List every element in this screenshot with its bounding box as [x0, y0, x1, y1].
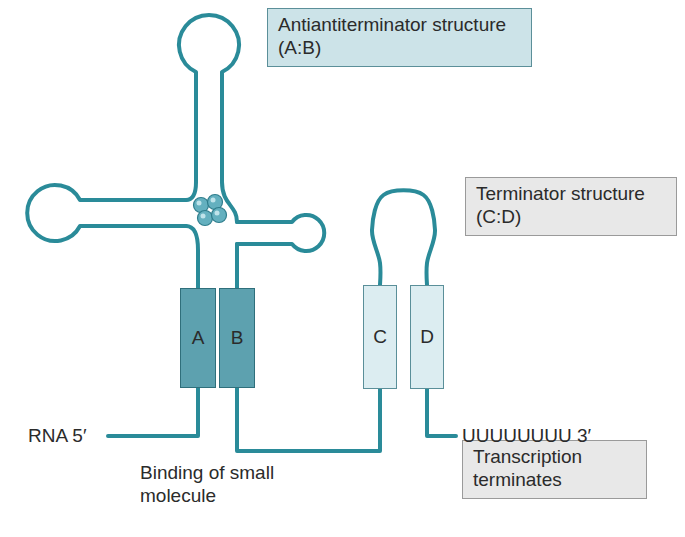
- box-text: Terminator structure (C:D): [476, 183, 666, 229]
- segment-letter: D: [420, 326, 434, 349]
- junction-strand: [186, 226, 198, 288]
- strand-end-label: UUUUUUUU 3′: [462, 425, 591, 448]
- segment-letter: C: [373, 326, 387, 349]
- sequence-segment: A: [180, 288, 216, 388]
- rna-strand-connector: [237, 388, 380, 451]
- outcome-label-box: Transcription terminates: [462, 440, 647, 499]
- right-hairpin: [237, 215, 324, 251]
- three-prime-strand: [427, 388, 456, 436]
- junction-strand: [186, 182, 196, 200]
- segment-letter: A: [192, 327, 205, 350]
- junction-strand: [235, 244, 239, 288]
- five-prime-strand: [108, 388, 198, 436]
- left-hairpin: [27, 185, 186, 241]
- box-text: Transcription terminates: [473, 446, 636, 492]
- sequence-segment: C: [363, 285, 397, 389]
- small-molecule: [194, 195, 227, 226]
- sequence-segment: D: [410, 285, 444, 389]
- sequence-segment: B: [219, 288, 255, 388]
- structure-label-box: Antiantiterminator structure (A:B): [267, 8, 532, 67]
- segment-letter: B: [231, 327, 244, 350]
- box-text: Antiantiterminator structure (A:B): [278, 14, 521, 60]
- strand-end-label: RNA 5′: [28, 425, 86, 448]
- rna-strand-connector: [372, 190, 435, 285]
- structure-label-box: Terminator structure (C:D): [465, 177, 677, 236]
- event-label: Binding of small molecule: [140, 462, 310, 508]
- top-hairpin: [179, 15, 239, 182]
